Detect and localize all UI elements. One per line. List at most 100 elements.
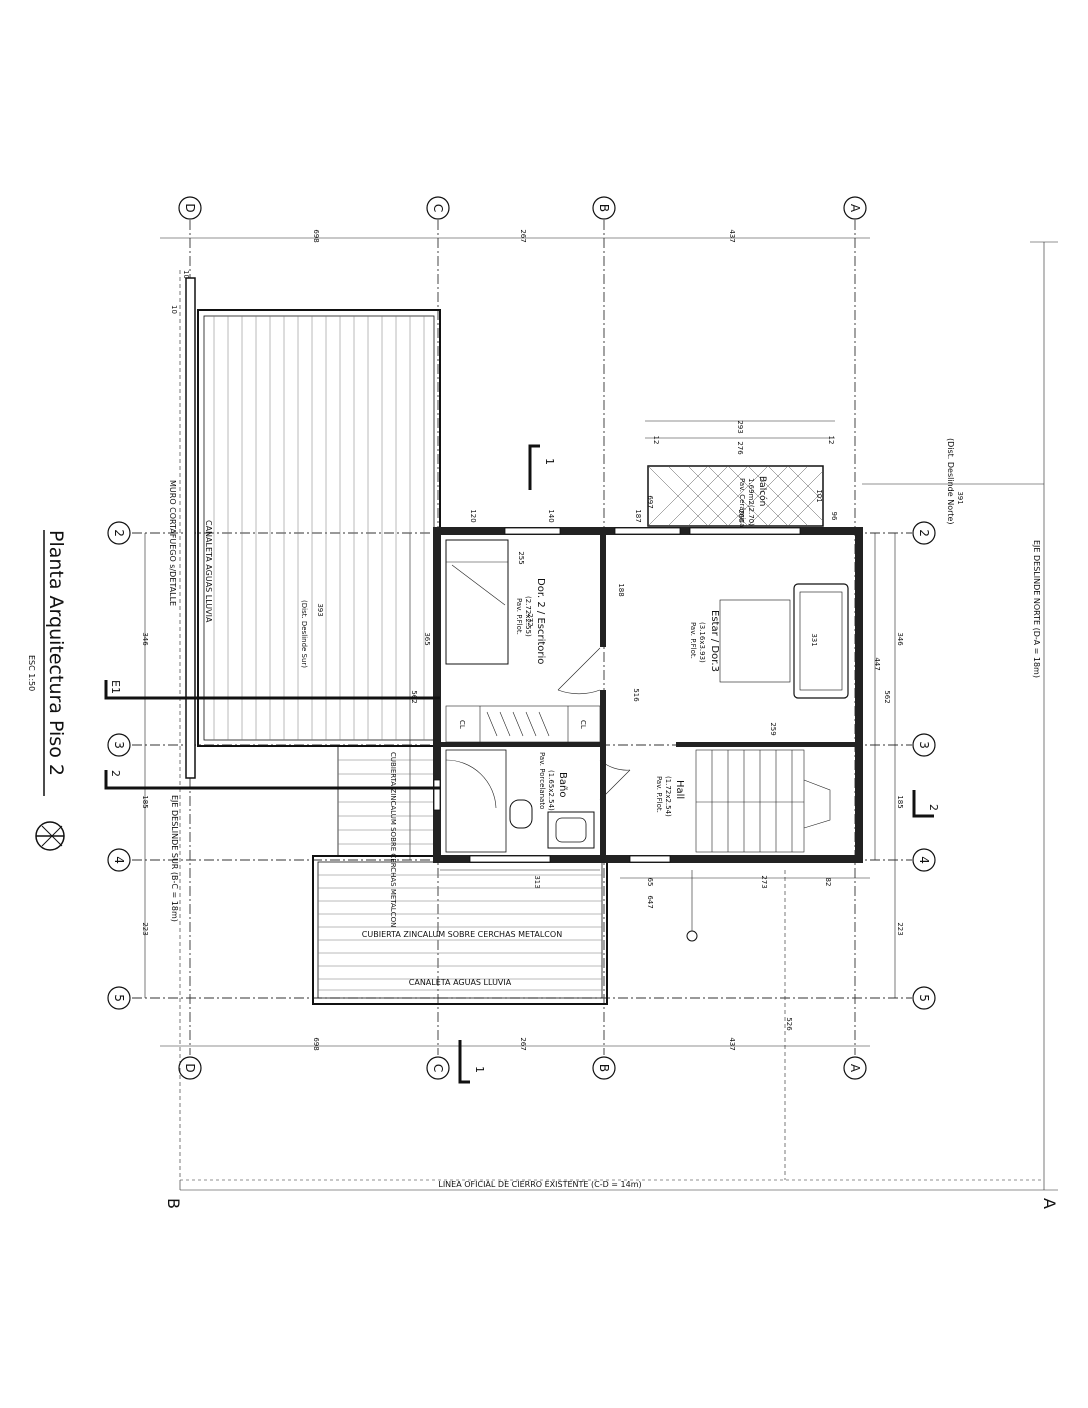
axis-label-2-right: 2 — [917, 529, 931, 537]
label-eje-norte: EJE DESLINDE NORTE (D-A = 18m) — [1032, 540, 1041, 678]
dim-391: 391 — [956, 491, 964, 504]
section-1-bottom: 1 — [473, 1066, 486, 1073]
room-hall-area: (1.72x2.54) — [664, 776, 672, 817]
dim-82: 82 — [824, 878, 832, 887]
firewall-wall — [185, 277, 196, 779]
room-balcon-floor: Pav. Cerámica — [738, 478, 746, 528]
dim-393-main: 393 — [316, 603, 324, 616]
label-cl-2: CL — [579, 720, 587, 729]
room-bano-name: Baño — [557, 772, 568, 797]
room-balcon-name: Balcón — [757, 476, 768, 506]
dim-365: 365 — [423, 632, 431, 645]
label-corner-B: B — [164, 1198, 183, 1209]
dim-516: 516 — [632, 688, 640, 702]
balcony-outline — [647, 465, 824, 527]
label-linea-oficial: LINEA OFICIAL DE CIERRO EXISTENTE (C-D =… — [438, 1180, 641, 1189]
room-bano: Baño (1.65x2.54) Pav. Porcelanato — [538, 752, 568, 811]
room-dorm2-area: (2.72x2.55) — [524, 596, 532, 637]
label-deslinde-sur: (Dist. Deslinde Sur) — [300, 600, 308, 668]
elevation-marker — [686, 930, 698, 942]
axis-label-5-left: 5 — [112, 994, 126, 1002]
room-bano-area: (1.65x2.54) — [547, 770, 555, 811]
zinc-roof-small — [337, 745, 439, 857]
dim-647: 647 — [646, 895, 654, 908]
label-corner-A: A — [1040, 1198, 1059, 1209]
axis-label-D-top: D — [183, 203, 197, 212]
dim-bottom-CB: 267 — [519, 1037, 527, 1050]
dim-top-DC: 698 — [312, 229, 320, 242]
room-hall-floor: Pav. P.Flot. — [655, 776, 663, 813]
label-eje-sur: EJE DESLINDE SUR (B-C = 18m) — [170, 795, 179, 922]
room-estar-floor: Pav. P.Flot. — [689, 622, 697, 659]
room-dorm2-floor: Pav. P.Flot. — [515, 598, 523, 635]
axis-label-B-bottom: B — [597, 1064, 611, 1072]
dim-10-side: 10 — [170, 305, 178, 314]
dim-right-45: 223 — [896, 922, 904, 935]
dim-top-CB: 267 — [519, 229, 527, 242]
room-estar: Estar / Dor.3 (3.16x3.93) Pav. P.Flot. — [689, 610, 720, 672]
dim-left-23: 346 — [141, 632, 149, 646]
dim-right-23: 346 — [896, 632, 904, 646]
dim-65: 65 — [646, 878, 654, 887]
axis-label-A-bottom: A — [848, 1064, 862, 1073]
dim-12-a: 12 — [652, 436, 660, 445]
shower — [445, 749, 507, 853]
left-roof-hatch — [213, 316, 425, 740]
room-hall-name: Hall — [674, 780, 685, 799]
drawing-title: Planta Arquitectura Piso 2 — [45, 530, 67, 776]
axis-label-C-bottom: C — [431, 1064, 445, 1072]
dim-188: 188 — [617, 583, 625, 596]
axis-label-3-left: 3 — [112, 741, 126, 749]
dim-259: 259 — [769, 722, 777, 735]
room-estar-name: Estar / Dor.3 — [709, 610, 720, 672]
dim-bottom-BA: 437 — [728, 1037, 736, 1050]
bed — [445, 539, 509, 665]
dim-447: 447 — [873, 657, 881, 670]
dim-272: 272 — [526, 613, 534, 626]
label-cubierta-lower: CUBIERTA ZINCALUM SOBRE CERCHAS METALCON — [362, 930, 562, 939]
dim-10-top: 10 — [182, 270, 190, 279]
dim-697: 697 — [646, 495, 654, 508]
label-muro-cortafuego: MURO CORTAFUEGO s/DETALLE — [168, 480, 177, 606]
label-canaleta-left: CANALETA AGUAS LLUVIA — [204, 520, 213, 623]
dim-120: 120 — [469, 509, 477, 522]
axis-label-D-bottom: D — [183, 1063, 197, 1072]
dim-187: 187 — [634, 509, 642, 522]
dim-right-34: 185 — [896, 795, 904, 808]
dim-273: 273 — [760, 875, 768, 888]
section-2-left: 2 — [109, 770, 122, 777]
axis-label-A-top: A — [848, 204, 862, 213]
dim-293-balcony: 293 — [736, 420, 744, 433]
toilet — [509, 799, 533, 829]
label-cubierta-small: CUBIERTA ZINCALUM SOBRE CERCHAS METALCON — [389, 752, 397, 927]
dim-left-34: 185 — [141, 795, 149, 808]
rug — [719, 599, 791, 683]
dim-276-balcony: 276 — [736, 441, 744, 455]
axis-label-5-right: 5 — [917, 994, 931, 1002]
left-roof-outline — [197, 309, 441, 747]
north-arrow-icon — [35, 821, 65, 851]
door-swings — [557, 647, 631, 801]
label-canaleta-lower: CANALETA AGUAS LLUVIA — [409, 978, 512, 987]
dim-left-45: 223 — [141, 922, 149, 935]
room-balcon-area: 1.69m2(2.70) — [747, 478, 755, 526]
dim-313: 313 — [533, 875, 541, 888]
dim-101: 101 — [815, 489, 823, 502]
section-markers — [104, 444, 934, 1084]
dimension-lines — [144, 237, 1058, 1191]
drawing-scale: ESC 1:50 — [27, 655, 36, 691]
dim-bottom-DC: 698 — [312, 1037, 320, 1050]
windows — [433, 527, 801, 863]
room-dorm2-name: Dor. 2 / Escritorio — [535, 578, 546, 664]
dim-260: 260 — [737, 509, 745, 522]
closets — [445, 705, 601, 743]
dim-255: 255 — [517, 551, 525, 564]
balcony-pattern — [647, 465, 824, 527]
dim-140: 140 — [547, 509, 555, 522]
stairs — [695, 749, 831, 853]
sink — [547, 811, 595, 849]
room-estar-area: (3.16x3.93) — [698, 622, 706, 663]
axis-label-4-left: 4 — [112, 856, 126, 864]
